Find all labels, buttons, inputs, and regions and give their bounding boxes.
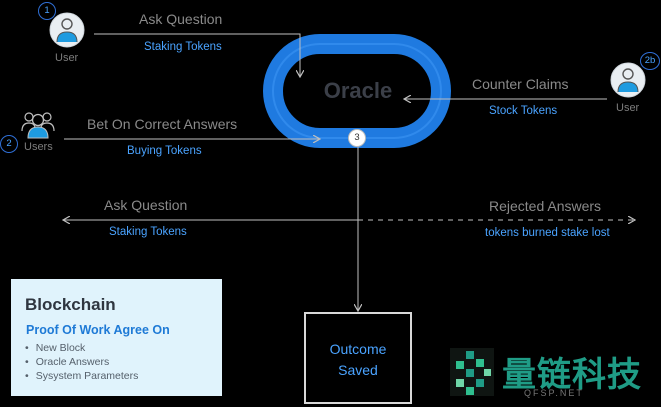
blockchain-item: Sysystem Parameters: [25, 369, 139, 383]
blockchain-panel: Blockchain Proof Of Work Agree On New Bl…: [11, 279, 222, 396]
badge-users-2: 2: [0, 135, 18, 153]
outcome-box: Outcome Saved: [304, 312, 412, 404]
flow-counter-sub: Stock Tokens: [489, 105, 558, 117]
flow-ask-question-top-sub: Staking Tokens: [144, 41, 222, 53]
user-1-icon: [49, 12, 85, 48]
users-2-label: Users: [24, 141, 53, 153]
watermark-text: 量链科技: [502, 356, 642, 394]
blockchain-subtitle: Proof Of Work Agree On: [26, 323, 170, 337]
flow-rejected-label: Rejected Answers: [489, 198, 602, 214]
user-2b-icon: [610, 62, 646, 98]
oracle-label: Oracle: [323, 78, 393, 103]
user-2b-label: User: [616, 102, 640, 114]
badge-user-1: 1: [38, 2, 56, 20]
badge-user-2b: 2b: [640, 52, 660, 70]
flow-bet-label: Bet On Correct Answers: [87, 116, 238, 132]
arrow-ask-question-top: [94, 33, 300, 76]
flow-rejected-sub: tokens burned stake lost: [485, 227, 610, 239]
blockchain-title: Blockchain: [25, 295, 116, 314]
watermark-logo-icon: [450, 348, 494, 396]
outcome-line-1: Outcome: [329, 341, 387, 357]
blockchain-item: Oracle Answers: [25, 355, 138, 369]
users-2-icon: [21, 112, 55, 139]
flow-ask-question-top-label: Ask Question: [139, 11, 223, 27]
badge-oracle-3: 3: [348, 129, 366, 147]
blockchain-item: New Block: [25, 341, 138, 355]
flow-ask-question-bottom-sub: Staking Tokens: [109, 226, 187, 238]
flow-bet-sub: Buying Tokens: [127, 145, 202, 157]
watermark-sub: QFSP.NET: [524, 388, 584, 398]
flow-ask-question-bottom-label: Ask Question: [104, 197, 188, 213]
user-1-label: User: [55, 52, 79, 64]
outcome-line-2: Saved: [338, 362, 378, 378]
flow-counter-label: Counter Claims: [472, 76, 569, 92]
blockchain-list: New Block Oracle Answers Sysystem Parame…: [25, 341, 139, 383]
